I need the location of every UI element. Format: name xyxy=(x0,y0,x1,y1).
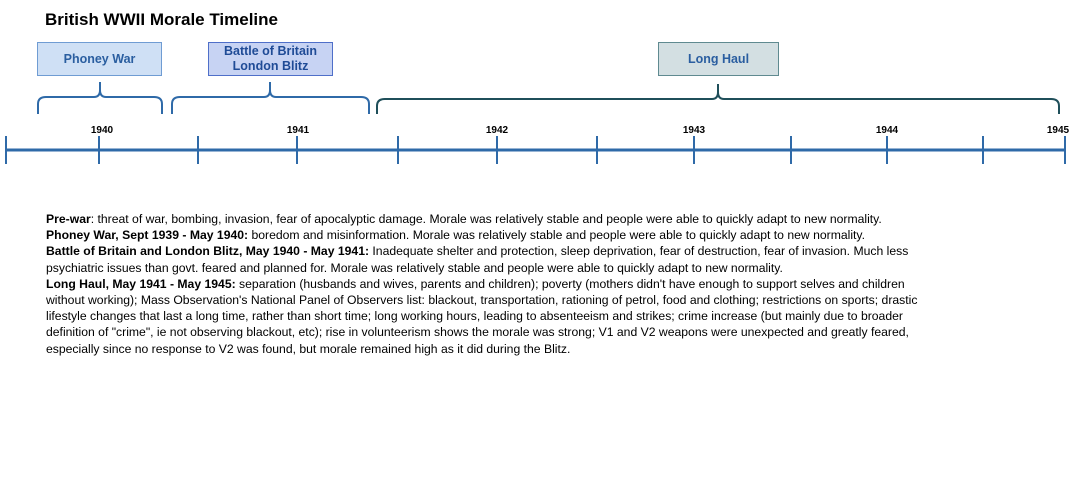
description-long-haul: Long Haul, May 1941 - May 1945: separati… xyxy=(46,276,926,357)
description-heading: Long Haul, May 1941 - May 1945: xyxy=(46,276,236,291)
description-text: separation (husbands and wives, parents … xyxy=(46,276,918,356)
bracket-battle-of-britain xyxy=(171,82,370,114)
description-text: : threat of war, bombing, invasion, fear… xyxy=(90,212,882,226)
bracket-phoney-war xyxy=(37,82,163,114)
description-heading: Phoney War, Sept 1939 - May 1940: xyxy=(46,228,249,243)
description-battle-of-britain: Battle of Britain and London Blitz, May … xyxy=(46,243,926,275)
description-heading: Battle of Britain and London Blitz, May … xyxy=(46,244,370,259)
timeline-ticks xyxy=(5,136,1066,164)
year-label-1944: 1944 xyxy=(876,125,899,136)
timeline-graphic: 1940 1941 1942 1943 1944 1945 xyxy=(5,82,1070,164)
description-heading: Pre-war xyxy=(46,212,91,226)
era-box-phoney-war: Phoney War xyxy=(37,42,162,76)
year-label-1940: 1940 xyxy=(91,125,114,136)
description-text: boredom and misinformation. Morale was r… xyxy=(248,228,866,243)
era-box-long-haul: Long Haul xyxy=(658,42,779,76)
description-phoney-war: Phoney War, Sept 1939 - May 1940: boredo… xyxy=(46,227,926,243)
year-label-1945: 1945 xyxy=(1047,125,1070,136)
description-pre-war: Pre-war: threat of war, bombing, invasio… xyxy=(46,211,926,227)
year-label-1941: 1941 xyxy=(287,125,310,136)
page-title: British WWII Morale Timeline xyxy=(45,10,278,29)
description-text: Inadequate shelter and protection, sleep… xyxy=(46,244,909,275)
year-label-1943: 1943 xyxy=(683,125,706,136)
bracket-long-haul xyxy=(376,84,1060,114)
description-block: Pre-war: threat of war, bombing, invasio… xyxy=(46,211,926,357)
year-label-1942: 1942 xyxy=(486,125,509,136)
era-box-battle-of-britain: Battle of Britain London Blitz xyxy=(208,42,333,76)
